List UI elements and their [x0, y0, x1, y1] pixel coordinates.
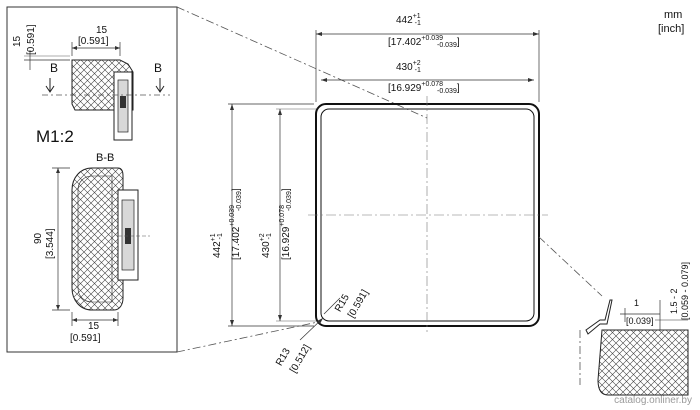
section-marker-left: B	[50, 61, 59, 75]
edge-depth-label: 1.5 - 2	[669, 288, 679, 314]
edge-frame-lip	[585, 299, 613, 335]
detail-height-inch: [3.544]	[45, 228, 56, 259]
inner-height-dim: 430+2-1	[259, 233, 273, 258]
outer-width-dim: 442+1-1	[396, 13, 421, 27]
detail-bottom-width-inch: [0.591]	[70, 333, 101, 344]
section-title: B-B	[96, 152, 115, 164]
detail-top-height: 15	[12, 35, 23, 47]
outer-height-inch-dim: [17.402+0.039-0.039]	[229, 188, 243, 260]
units-inch: [inch]	[658, 23, 685, 35]
edge-gap-inch-label: [0.039]	[626, 316, 654, 326]
detail-height: 90	[33, 232, 44, 244]
edge-gap-label: 1	[634, 298, 640, 308]
edge-depth-inch-label: [0.059 - 0.079]	[680, 261, 690, 320]
outer-height-dim: 442+1-1	[210, 233, 224, 258]
inner-width-dim: 430+2-1	[396, 60, 421, 74]
watermark: catalog.onliner.by	[614, 395, 692, 406]
section-marker-right: B	[154, 61, 163, 75]
outer-width-inch-dim: [17.402+0.039-0.039]	[388, 35, 460, 49]
scale-label: M1:2	[36, 127, 74, 146]
detail-top-width: 15	[96, 25, 108, 36]
edge-profile	[597, 329, 689, 396]
units-mm: mm	[664, 9, 683, 21]
inner-width-inch-dim: [16.929+0.078-0.039]	[388, 81, 460, 95]
leader-line-top	[176, 6, 428, 119]
detail-top-width-inch: [0.591]	[78, 36, 109, 47]
section-profile	[71, 167, 124, 311]
detail-bottom-width: 15	[88, 321, 100, 332]
leader-line-bottom	[176, 321, 319, 353]
detail-frame	[6, 6, 178, 353]
detail-top-height-inch: [0.591]	[26, 24, 37, 55]
inner-height-inch-dim: [16.929+0.078-0.039]	[279, 188, 293, 260]
